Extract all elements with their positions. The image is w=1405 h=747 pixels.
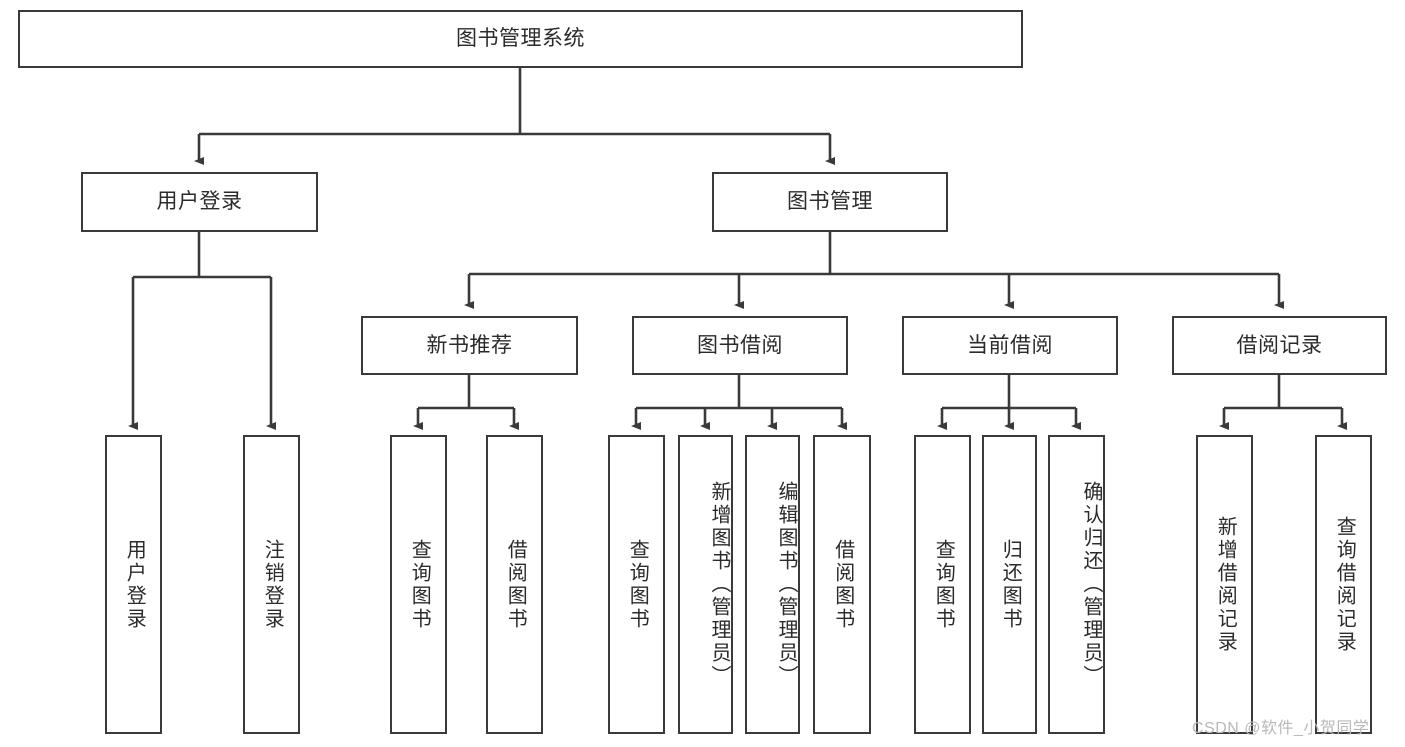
leaf-logout[interactable]: 注销登录: [243, 435, 300, 734]
node-label: 借阅图书: [504, 538, 527, 631]
node-book-borrow[interactable]: 图书借阅: [632, 316, 848, 375]
node-label: 借阅记录: [1236, 333, 1323, 357]
node-label: 图书借阅: [697, 333, 783, 357]
node-label: 新增借阅记录: [1214, 515, 1237, 654]
node-label: 用户登录: [123, 538, 146, 631]
leaf-user-login[interactable]: 用户登录: [105, 435, 162, 734]
node-label: 确认归还（管理员）: [1080, 481, 1102, 688]
node-root-system[interactable]: 图书管理系统: [18, 10, 1023, 68]
leaf-borrow-book-recommend[interactable]: 借阅图书: [486, 435, 543, 734]
node-label: 当前借阅: [967, 333, 1053, 357]
node-label: 归还图书: [999, 538, 1022, 631]
node-label: 图书管理: [787, 190, 873, 214]
leaf-query-book-recommend[interactable]: 查询图书: [390, 435, 447, 734]
leaf-edit-book-admin[interactable]: 编辑图书（管理员）: [745, 435, 800, 734]
node-label: 新书推荐: [426, 333, 513, 357]
node-label: 查询图书: [626, 538, 649, 631]
node-label: 用户登录: [156, 190, 243, 214]
leaf-confirm-return-admin[interactable]: 确认归还（管理员）: [1048, 435, 1105, 734]
csdn-watermark: CSDN @软件_小贺同学: [1192, 720, 1370, 737]
node-label: 新增图书（管理员）: [708, 481, 730, 688]
node-label: 借阅图书: [831, 538, 854, 631]
leaf-query-book-borrow[interactable]: 查询图书: [608, 435, 665, 734]
node-current-borrow[interactable]: 当前借阅: [902, 316, 1118, 375]
node-new-book-recommend[interactable]: 新书推荐: [361, 316, 578, 375]
node-label: 查询图书: [932, 538, 955, 631]
node-label: 查询图书: [408, 538, 431, 631]
node-user-login[interactable]: 用户登录: [81, 172, 318, 232]
node-label: 注销登录: [261, 538, 284, 631]
node-label: 图书管理系统: [456, 27, 585, 51]
node-borrow-record[interactable]: 借阅记录: [1172, 316, 1387, 375]
leaf-add-borrow-record[interactable]: 新增借阅记录: [1196, 435, 1253, 734]
leaf-borrow-book[interactable]: 借阅图书: [813, 435, 871, 734]
leaf-add-book-admin[interactable]: 新增图书（管理员）: [678, 435, 733, 734]
node-label: 查询借阅记录: [1333, 515, 1356, 654]
node-label: 编辑图书（管理员）: [775, 481, 797, 688]
leaf-return-book[interactable]: 归还图书: [982, 435, 1037, 734]
leaf-query-book-current[interactable]: 查询图书: [914, 435, 971, 734]
leaf-query-borrow-record[interactable]: 查询借阅记录: [1315, 435, 1372, 734]
node-book-management[interactable]: 图书管理: [712, 172, 948, 232]
